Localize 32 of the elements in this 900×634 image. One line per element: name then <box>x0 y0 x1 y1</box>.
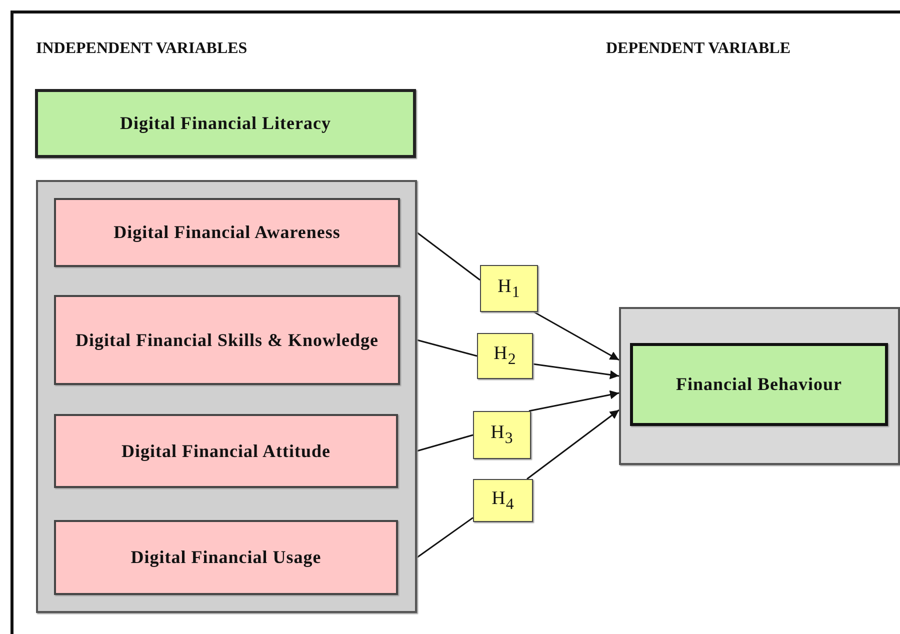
hypothesis-box <box>477 333 533 379</box>
group-panel <box>36 180 417 613</box>
hypothesis-label: H$_{1}$ <box>498 274 520 303</box>
arrow <box>528 390 620 412</box>
section-heading: INDEPENDENT VARIABLES <box>36 40 248 58</box>
variable-label: Digital Financial Usage <box>130 546 322 569</box>
arrow <box>534 311 620 361</box>
variable-label: Digital Financial Skills & Knowledge <box>75 328 379 352</box>
connector-line <box>416 517 474 558</box>
connector-line <box>416 232 480 281</box>
variable-box <box>54 198 400 267</box>
hypothesis-label: H$_{2}$ <box>494 342 516 370</box>
hypothesis-box <box>480 265 538 312</box>
section-heading: DEPENDENT VARIABLE <box>606 40 790 58</box>
connector-line <box>416 434 474 452</box>
arrow <box>526 409 620 480</box>
variable-box <box>54 520 398 595</box>
variable-box <box>35 89 416 158</box>
arrow <box>532 363 620 380</box>
connector-line <box>416 339 478 357</box>
group-panel <box>619 307 900 465</box>
variable-label: Financial Behaviour <box>676 373 842 396</box>
variable-label: Digital Financial Awareness <box>114 221 340 244</box>
hypothesis-label: H$_{4}$ <box>492 486 514 515</box>
variable-box <box>54 414 398 488</box>
variable-box <box>54 295 400 385</box>
variable-label: Digital Financial Attitude <box>121 440 330 463</box>
hypothesis-label: H$_{3}$ <box>490 421 514 450</box>
hypothesis-box <box>473 479 533 522</box>
variable-label: Digital Financial Literacy <box>120 112 331 135</box>
variable-box <box>630 343 888 426</box>
hypothesis-box <box>473 411 531 459</box>
